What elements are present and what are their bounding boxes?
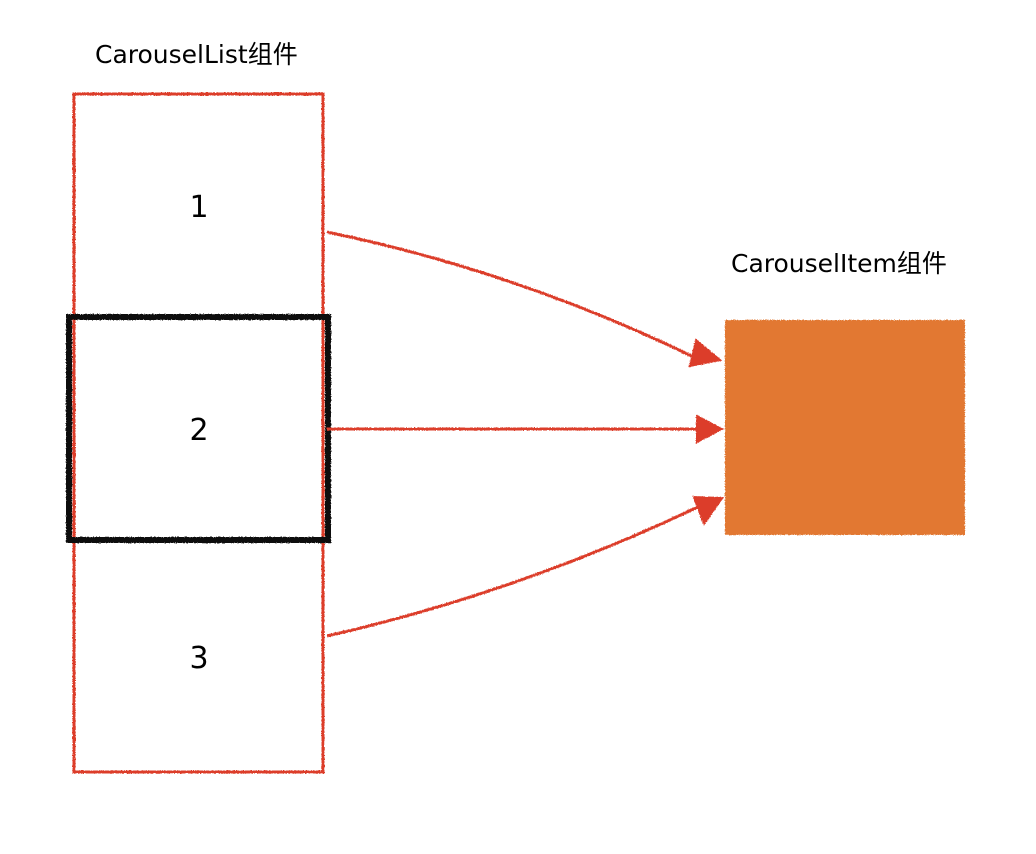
carousel-list-container (72, 92, 325, 774)
list-item-label: 2 (189, 413, 208, 448)
arrow-item-1 (326, 230, 701, 362)
arrowhead-3 (692, 495, 724, 527)
arrows (326, 230, 725, 638)
arrowhead-1 (688, 338, 723, 368)
list-item-label: 1 (189, 190, 208, 225)
arrowhead-2 (696, 414, 725, 444)
carousel-item-title: CarouselItem组件 (731, 249, 947, 278)
carousel-item-box (725, 320, 965, 535)
arrow-item-3 (326, 504, 701, 638)
carousel-list-title: CarouselList组件 (95, 40, 298, 69)
list-item-label: 3 (189, 641, 208, 676)
